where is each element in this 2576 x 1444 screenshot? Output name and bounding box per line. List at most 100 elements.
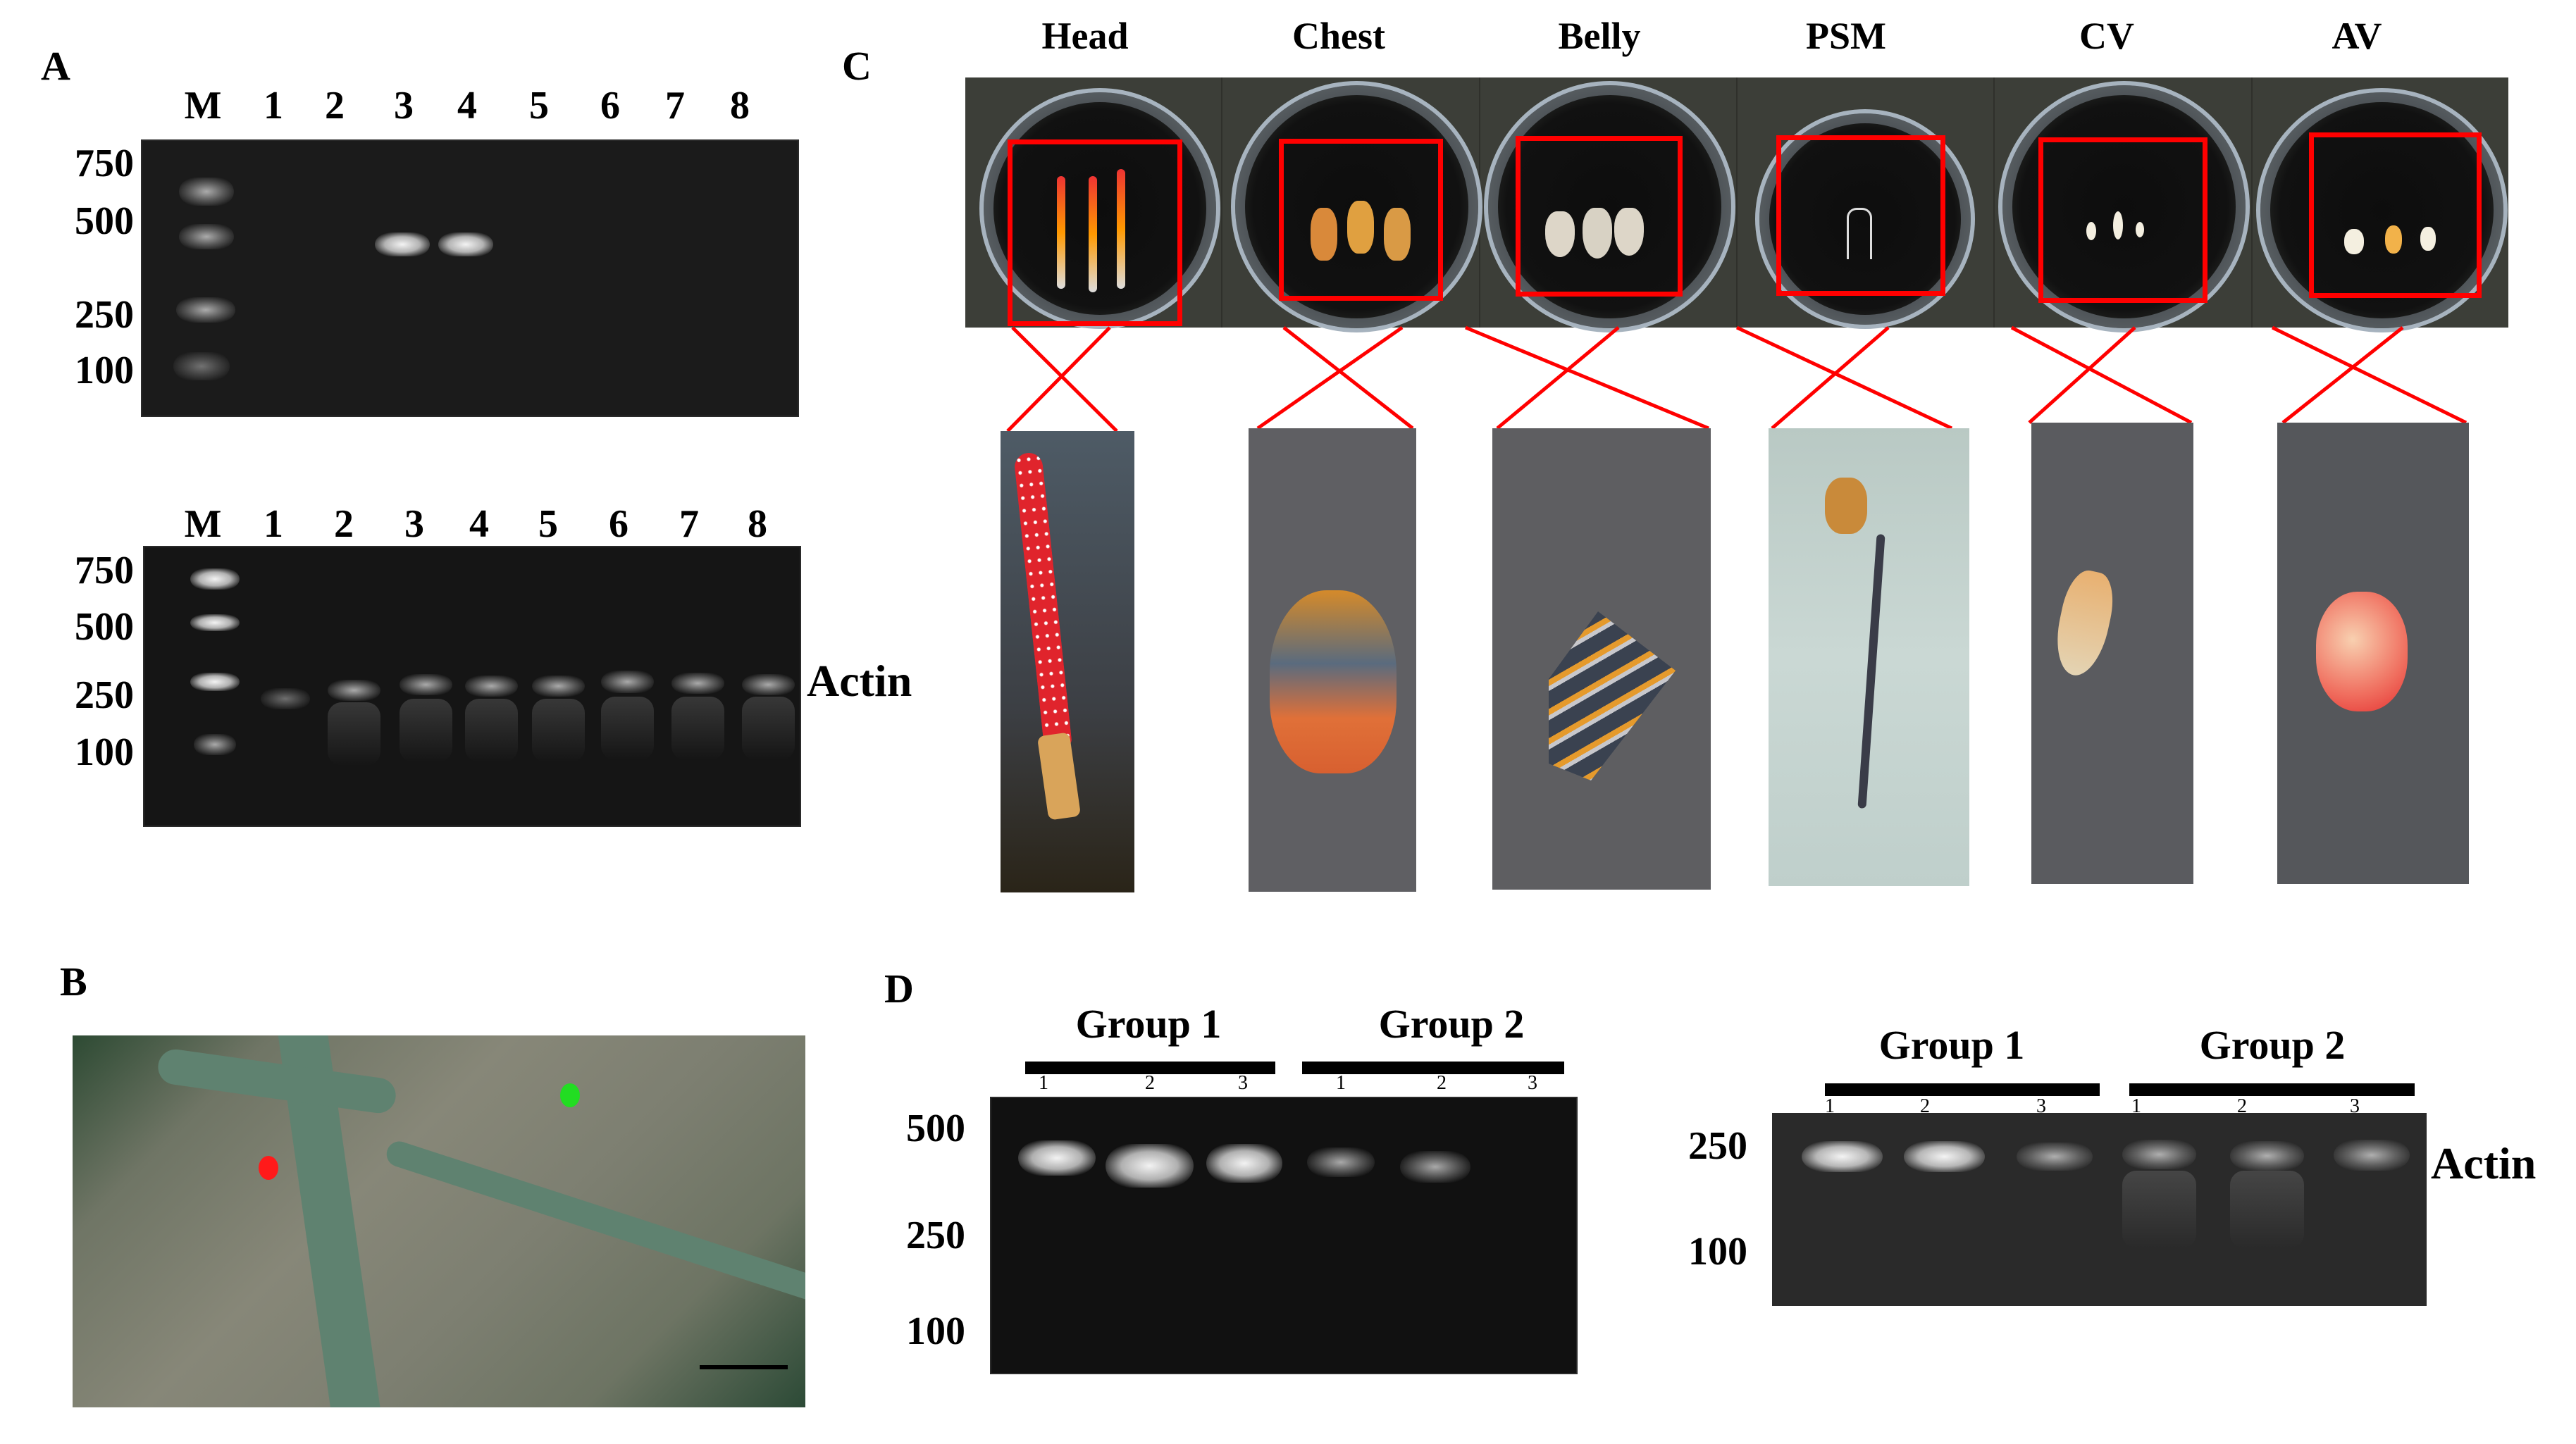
- group-label: Group 2: [1378, 1001, 1525, 1047]
- specimen-chest: [1347, 201, 1375, 254]
- actin-band-lane-4: [465, 676, 518, 697]
- smear: [400, 699, 452, 762]
- group-bar: [1825, 1083, 2100, 1096]
- panel-b-label: B: [60, 959, 87, 1004]
- specimen-av-detail: [2316, 592, 2408, 711]
- specimen-head: [1117, 169, 1125, 289]
- gel-a-bottom: [143, 546, 801, 827]
- highlight-box: [1776, 135, 1945, 296]
- specimen-belly: [1544, 211, 1575, 257]
- lane-tick: 2: [1920, 1095, 1930, 1117]
- specimen-cv: [2136, 222, 2145, 237]
- actin-band-group1-lane1: [1802, 1141, 1883, 1172]
- lane-tick: 3: [1528, 1072, 1537, 1094]
- tissue-header-belly: Belly: [1558, 15, 1641, 57]
- lane-label: 5: [538, 502, 558, 546]
- specimen-belly-detail: [1549, 611, 1676, 780]
- specimen-chest: [1311, 208, 1338, 261]
- lane-label: 7: [679, 502, 699, 546]
- size-marker: 500: [75, 199, 134, 243]
- smear: [2122, 1171, 2196, 1248]
- crop-chest: [1249, 428, 1416, 892]
- sample-band-lane-4: [438, 232, 493, 256]
- group-label: Group 2: [2199, 1022, 2346, 1068]
- band-group1-lane2: [1106, 1144, 1194, 1188]
- scale-bar: [700, 1365, 788, 1369]
- lane-label: 4: [469, 502, 489, 546]
- smear: [742, 697, 795, 760]
- band-group1-lane1: [1018, 1140, 1096, 1176]
- band-group1-lane3: [1206, 1144, 1282, 1183]
- lane-tick: 2: [1437, 1072, 1447, 1094]
- highlight-box: [1515, 136, 1683, 297]
- panel-d-label: D: [884, 966, 914, 1012]
- lane-label: 4: [457, 84, 477, 127]
- actin-label: Actin: [2431, 1138, 2537, 1188]
- highlight-box: [1279, 139, 1444, 301]
- ladder-band-500: [190, 614, 240, 631]
- specimen-cv: [2086, 222, 2097, 240]
- highlight-box: [2308, 132, 2482, 298]
- specimen-cv: [2113, 211, 2124, 239]
- crop-av: [2277, 423, 2469, 884]
- actin-band-lane-8: [742, 674, 795, 695]
- dish-cell-psm: [1738, 77, 1995, 329]
- lane-label: 8: [748, 502, 767, 546]
- lane-label: 7: [665, 84, 685, 127]
- lane-label: 6: [609, 502, 628, 546]
- specimen-belly: [1614, 208, 1644, 256]
- map-marker-green[interactable]: [560, 1083, 580, 1107]
- map-marker-red[interactable]: [259, 1156, 278, 1180]
- actin-band-group2-lane3: [2334, 1140, 2410, 1171]
- actin-band-lane-5: [532, 676, 585, 697]
- lane-tick: 1: [1825, 1095, 1835, 1117]
- lane-tick: 1: [1336, 1072, 1346, 1094]
- lane-label: 2: [334, 502, 354, 546]
- specimen-av: [2343, 229, 2364, 254]
- group-bar: [2129, 1083, 2415, 1096]
- lane-label: 1: [264, 502, 283, 546]
- lane-tick: 1: [1039, 1072, 1048, 1094]
- panel-a-label: A: [41, 43, 70, 89]
- actin-band-lane-3: [400, 674, 452, 695]
- tissue-header-cv: CV: [2079, 15, 2134, 57]
- ladder-band-500: [179, 224, 234, 249]
- size-marker: 750: [75, 549, 134, 592]
- dish-cell-av: [2253, 77, 2508, 332]
- lane-label: 5: [529, 84, 549, 127]
- petri-dish: [1483, 81, 1735, 332]
- specimen-head: [1089, 176, 1097, 292]
- specimen-cv-detail: [2049, 566, 2119, 680]
- group-label: Group 1: [1075, 1001, 1222, 1047]
- specimen-chest: [1384, 208, 1411, 261]
- size-marker: 250: [75, 673, 134, 717]
- panel-c-label: C: [842, 43, 872, 89]
- actin-label: Actin: [807, 656, 912, 706]
- specimen-head-detail: [1036, 732, 1082, 821]
- dish-cell-belly: [1480, 77, 1738, 332]
- lane-label: M: [184, 84, 222, 127]
- tissue-header-psm: PSM: [1806, 15, 1886, 57]
- size-marker: 250: [1688, 1124, 1747, 1168]
- actin-band-lane-7: [671, 673, 724, 694]
- smear: [2230, 1171, 2304, 1248]
- lane-tick: 3: [2350, 1095, 2360, 1117]
- crop-psm: [1769, 428, 1969, 886]
- satellite-map: [73, 1035, 805, 1407]
- size-marker: 100: [75, 349, 134, 392]
- actin-band-group2-lane2: [2230, 1141, 2304, 1171]
- size-marker: 250: [75, 293, 134, 337]
- size-marker: 500: [75, 605, 134, 649]
- group-label: Group 1: [1878, 1022, 2025, 1068]
- lane-label: M: [184, 502, 222, 546]
- lane-tick: 3: [2036, 1095, 2046, 1117]
- specimen-av: [2384, 225, 2402, 254]
- dish-cell-cv: [1995, 77, 2253, 332]
- gel-d-left: [990, 1097, 1578, 1374]
- group-bar: [1302, 1062, 1564, 1074]
- actin-band-lane-1: [261, 688, 310, 709]
- tissue-header-av: AV: [2332, 15, 2382, 57]
- smear: [328, 702, 380, 766]
- river: [156, 1047, 398, 1116]
- dish-cell-head: [965, 77, 1223, 329]
